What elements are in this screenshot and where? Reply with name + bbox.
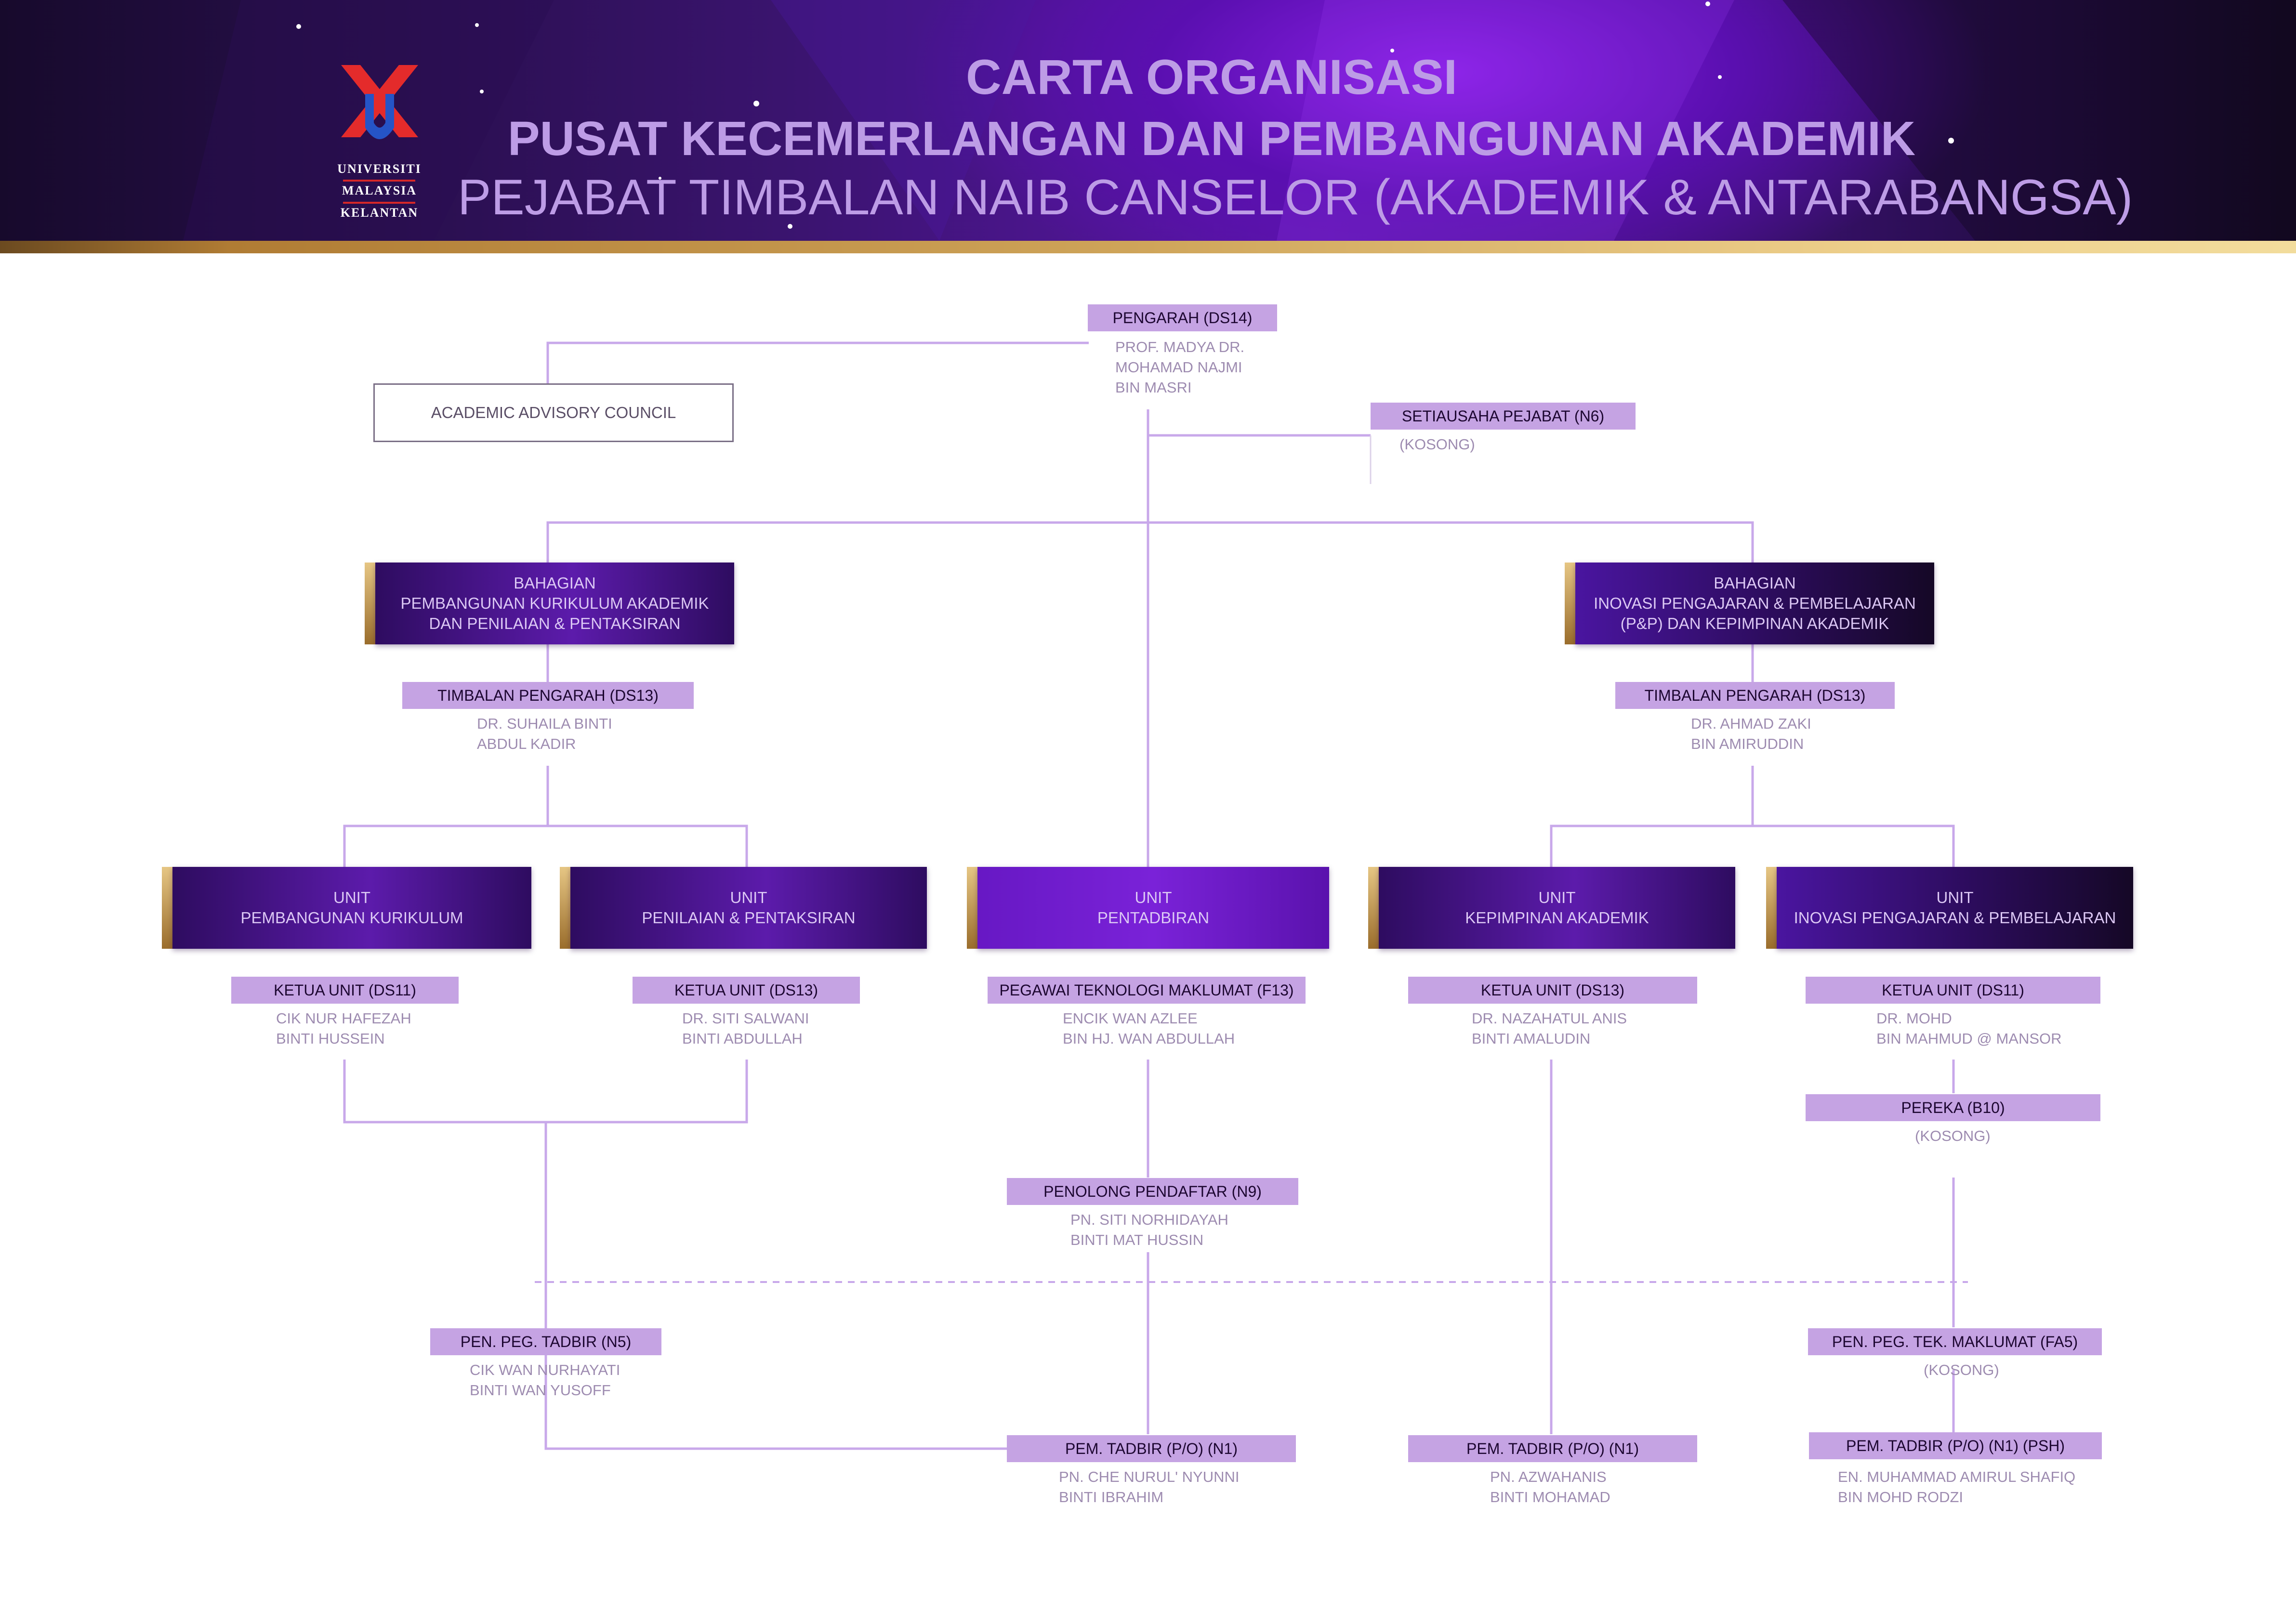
unit-2-line-2: PENILAIAN & PENTAKSIRAN [642, 909, 856, 927]
pem-tadbir-2-label: PEM. TADBIR (P/O) (N1) [1408, 1435, 1697, 1462]
division-right-box: BAHAGIAN INOVASI PENGAJARAN & PEMBELAJAR… [1575, 563, 1934, 644]
deputy-left-name-line-2: ABDUL KADIR [477, 735, 576, 752]
pen-peg-tek-maklumat-label: PEN. PEG. TEK. MAKLUMAT (FA5) [1808, 1328, 2102, 1355]
unit-5-gold-edge [1766, 867, 1777, 949]
connector-left-staff [544, 1122, 1007, 1450]
deputy-right-name-line-2: BIN AMIRUDDIN [1691, 735, 1804, 752]
unit-4-line-2: KEPIMPINAN AKADEMIK [1465, 909, 1649, 927]
advisory-label: ACADEMIC ADVISORY COUNCIL [431, 404, 676, 421]
secretary-position-label: SETIAUSAHA PEJABAT (N6) [1371, 403, 1636, 430]
unit-4-line-1: UNIT [1538, 889, 1576, 906]
unit-3-head-name-line-1: ENCIK WAN AZLEE [1063, 1010, 1198, 1027]
pem-tadbir-2-name-line-2: BINTI MOHAMAD [1490, 1489, 1610, 1505]
unit-1-line-1: UNIT [333, 889, 370, 906]
unit-2-head-label: KETUA UNIT (DS13) [633, 977, 860, 1004]
unit-penilaian-pentaksiran-box: UNIT PENILAIAN & PENTAKSIRAN [570, 867, 927, 949]
director-name-line-3: BIN MASRI [1115, 379, 1192, 396]
secretary-name: (KOSONG) [1399, 436, 1475, 453]
logo-rule [343, 202, 415, 204]
division-left-line-1: BAHAGIAN [514, 574, 596, 592]
unit-3-line-2: PENTADBIRAN [1097, 909, 1210, 927]
unit-2-line-1: UNIT [730, 889, 767, 906]
logo-rule [343, 180, 415, 182]
connector-left-units [343, 825, 748, 867]
pen-tek-name: (KOSONG) [1924, 1361, 1999, 1378]
unit-3-head-label: PEGAWAI TEKNOLOGI MAKLUMAT (F13) [988, 977, 1306, 1004]
pem-tadbir-2-name-line-1: PN. AZWAHANIS [1490, 1468, 1607, 1485]
logo-text-malaysia: MALAYSIA [342, 183, 417, 197]
unit-5-line-1: UNIT [1936, 889, 1974, 906]
unit-5-head-label: KETUA UNIT (DS11) [1806, 977, 2100, 1004]
unit-4-gold-edge [1368, 867, 1379, 949]
division-right-line-3: (P&P) DAN KEPIMPINAN AKADEMIK [1620, 615, 1889, 632]
pem-tadbir-3-name-line-1: EN. MUHAMMAD AMIRUL SHAFIQ [1838, 1468, 2076, 1485]
deputy-right-position-label: TIMBALAN PENGARAH (DS13) [1615, 682, 1895, 709]
unit-2-head-name-line-1: DR. SITI SALWANI [682, 1010, 809, 1027]
connector-right-units [1550, 825, 1955, 867]
unit-4-head-name-line-2: BINTI AMALUDIN [1472, 1030, 1591, 1047]
unit-2-gold-edge [560, 867, 570, 949]
page-title: CARTA ORGANISASI [966, 50, 1457, 105]
academic-advisory-council-box: ACADEMIC ADVISORY COUNCIL [373, 383, 734, 442]
deputy-left-position-label: TIMBALAN PENGARAH (DS13) [402, 682, 694, 709]
pen-tadbir-name-line-1: CIK WAN NURHAYATI [470, 1361, 620, 1378]
pem-tadbir-1-name-line-1: PN. CHE NURUL' NYUNNI [1059, 1468, 1240, 1485]
umk-logo-icon [341, 65, 418, 139]
unit-1-head-label: KETUA UNIT (DS11) [231, 977, 459, 1004]
unit-pentadbiran-box: UNIT PENTADBIRAN [977, 867, 1329, 949]
division-left-box: BAHAGIAN PEMBANGUNAN KURIKULUM AKADEMIK … [375, 563, 734, 644]
penolong-name-line-2: BINTI MAT HUSSIN [1070, 1231, 1204, 1248]
connector-left-unit-heads [343, 1060, 748, 1124]
logo-text-universiti: UNIVERSITI [337, 162, 422, 176]
pem-tadbir-3-label: PEM. TADBIR (P/O) (N1) (PSH) [1809, 1432, 2102, 1459]
unit-5-line-2: INOVASI PENGAJARAN & PEMBELAJARAN [1794, 909, 2116, 927]
unit-3-head-name-line-2: BIN HJ. WAN ABDULLAH [1063, 1030, 1235, 1047]
header-gold-bar [0, 241, 2296, 253]
deputy-right-name-line-1: DR. AHMAD ZAKI [1691, 715, 1811, 732]
pem-tadbir-1-name-line-2: BINTI IBRAHIM [1059, 1489, 1164, 1505]
unit-4-head-label: KETUA UNIT (DS13) [1408, 977, 1697, 1004]
pereka-position-label: PEREKA (B10) [1806, 1094, 2100, 1121]
division-right-line-2: INOVASI PENGAJARAN & PEMBELAJARAN [1594, 594, 1916, 612]
division-right-line-1: BAHAGIAN [1714, 574, 1796, 592]
unit-5-head-name-line-1: DR. MOHD [1876, 1010, 1952, 1027]
unit-kepimpinan-akademik-box: UNIT KEPIMPINAN AKADEMIK [1379, 867, 1735, 949]
pen-peg-tadbir-label: PEN. PEG. TADBIR (N5) [430, 1328, 661, 1355]
director-name-line-1: PROF. MADYA DR. [1115, 339, 1245, 355]
unit-1-line-2: PEMBANGUNAN KURIKULUM [240, 909, 463, 927]
header-banner: UNIVERSITI MALAYSIA KELANTAN CARTA ORGAN… [0, 0, 2296, 241]
unit-pembangunan-kurikulum-box: UNIT PEMBANGUNAN KURIKULUM [172, 867, 531, 949]
pem-tadbir-3-name-line-2: BIN MOHD RODZI [1838, 1489, 1964, 1505]
unit-1-gold-edge [162, 867, 172, 949]
pen-tadbir-name-line-2: BINTI WAN YUSOFF [470, 1382, 611, 1399]
unit-3-gold-edge [967, 867, 977, 949]
division-left-line-2: PEMBANGUNAN KURIKULUM AKADEMIK [400, 594, 709, 612]
division-left-gold-edge [365, 563, 375, 644]
penolong-pendaftar-label: PENOLONG PENDAFTAR (N9) [1007, 1178, 1298, 1205]
pem-tadbir-1-label: PEM. TADBIR (P/O) (N1) [1007, 1435, 1296, 1462]
connector-director-advisory [546, 341, 1089, 383]
division-right-gold-edge [1565, 563, 1575, 644]
unit-5-head-name-line-2: BIN MAHMUD @ MANSOR [1876, 1030, 2062, 1047]
unit-2-head-name-line-2: BINTI ABDULLAH [682, 1030, 803, 1047]
page-subtitle: PUSAT KECEMERLANGAN DAN PEMBANGUNAN AKAD… [507, 112, 1916, 166]
deputy-left-name-line-1: DR. SUHAILA BINTI [477, 715, 612, 732]
page-office-title: PEJABAT TIMBALAN NAIB CANSELOR (AKADEMIK… [458, 170, 2133, 225]
unit-inovasi-pengajaran-box: UNIT INOVASI PENGAJARAN & PEMBELAJARAN [1777, 867, 2133, 949]
division-left-line-3: DAN PENILAIAN & PENTAKSIRAN [429, 615, 681, 632]
unit-1-head-name-line-1: CIK NUR HAFEZAH [276, 1010, 411, 1027]
unit-1-head-name-line-2: BINTI HUSSEIN [276, 1030, 385, 1047]
logo-text-kelantan: KELANTAN [340, 206, 419, 220]
connector-divisions [546, 521, 1754, 563]
unit-4-head-name-line-1: DR. NAZAHATUL ANIS [1472, 1010, 1627, 1027]
director-position-label: PENGARAH (DS14) [1088, 304, 1277, 331]
unit-3-line-1: UNIT [1135, 889, 1172, 906]
pereka-name: (KOSONG) [1915, 1127, 1991, 1144]
penolong-name-line-1: PN. SITI NORHIDAYAH [1070, 1211, 1228, 1228]
director-name-line-2: MOHAMAD NAJMI [1115, 359, 1242, 376]
